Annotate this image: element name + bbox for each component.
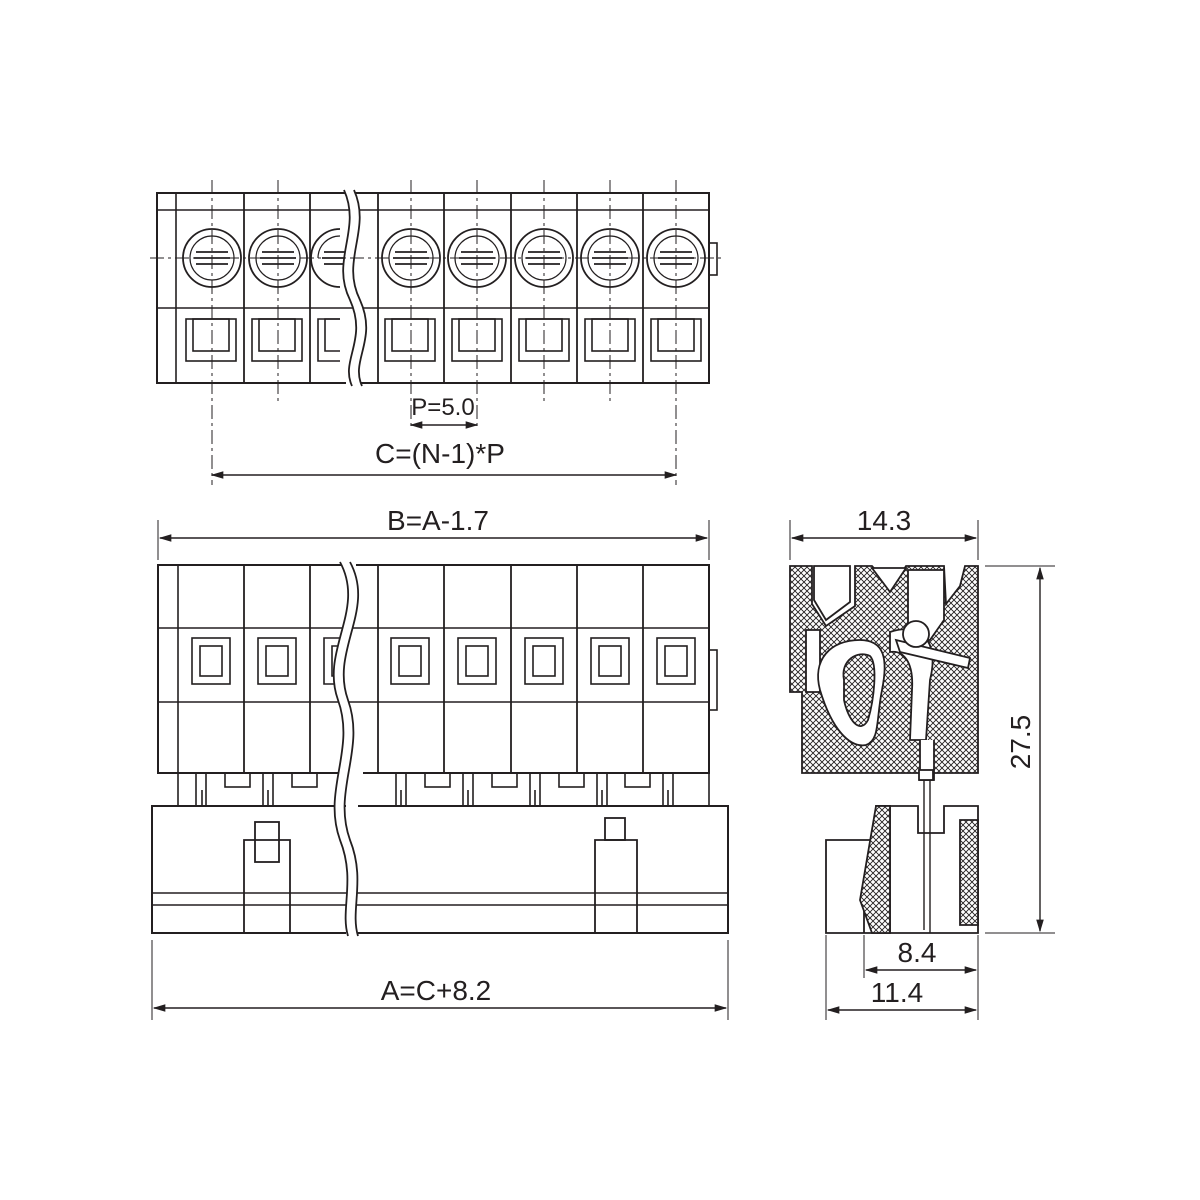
pitch-label: P=5.0: [411, 394, 474, 421]
a-formula-label: A=C+8.2: [381, 975, 492, 1006]
front-window: [524, 637, 564, 685]
release-window: [317, 318, 340, 362]
side-height-label: 27.5: [1005, 715, 1036, 770]
top-view: [150, 180, 722, 485]
c-dimension: C=(N-1)*P: [210, 438, 678, 479]
side-base-outer-label: 11.4: [871, 977, 923, 1008]
b-formula-label: B=A-1.7: [387, 505, 489, 536]
side-section-view: [789, 565, 979, 934]
side-width-dimension: 14.3: [789, 505, 979, 560]
a-dimension: A=C+8.2: [151, 940, 729, 1020]
front-window: [457, 637, 497, 685]
release-window: [185, 318, 237, 362]
release-window: [251, 318, 303, 362]
front-window: [191, 637, 231, 685]
b-dimension: B=A-1.7: [157, 505, 710, 560]
front-view: [151, 561, 729, 937]
side-width-label: 14.3: [857, 505, 912, 536]
front-window: [390, 637, 430, 685]
pitch-dimension: P=5.0: [409, 394, 479, 429]
front-window: [656, 637, 696, 685]
side-height-dimension: 27.5: [985, 565, 1055, 934]
release-window: [384, 318, 436, 362]
c-formula-label: C=(N-1)*P: [375, 438, 505, 469]
front-window: [257, 637, 297, 685]
side-base-outer-dimension: 11.4: [825, 935, 978, 1020]
front-window: [590, 637, 630, 685]
side-base-inner-label: 8.4: [898, 937, 937, 968]
side-base-inner-dimension: 8.4: [863, 935, 979, 1020]
